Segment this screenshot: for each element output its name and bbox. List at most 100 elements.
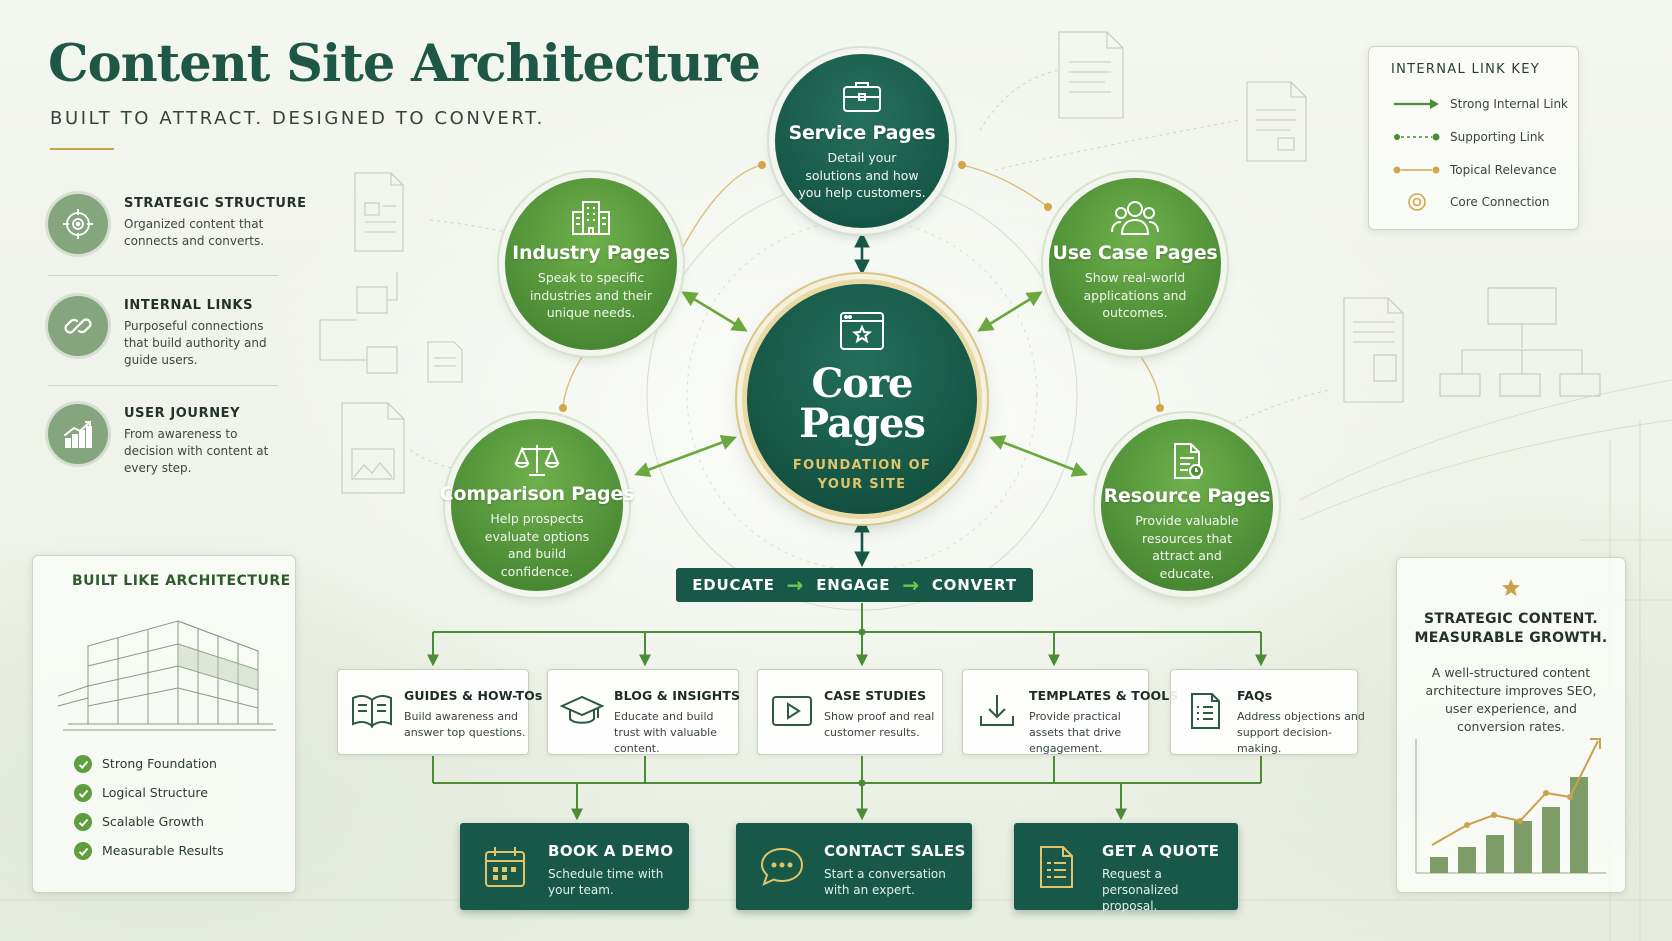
- node-resource-pages[interactable]: Resource Pages Provide valuable resource…: [1101, 419, 1273, 591]
- feature-divider: [48, 275, 278, 276]
- content-box-desc: Show proof and real customer results.: [824, 710, 935, 739]
- check-icon: [74, 842, 92, 860]
- check-label: Strong Foundation: [102, 756, 217, 771]
- supporting-link-icon: [1394, 133, 1440, 141]
- document-icon: [1174, 443, 1203, 479]
- feature-divider: [48, 385, 278, 386]
- quote-document-icon: [1040, 846, 1073, 888]
- feature-desc: From awareness to decision with content …: [124, 427, 269, 475]
- node-core-pages[interactable]: Core Pages FOUNDATION OF YOUR SITE: [747, 284, 977, 514]
- feature-title: USER JOURNEY: [124, 406, 241, 421]
- cta-desc: Start a conversation with an expert.: [824, 867, 946, 897]
- node-service-pages[interactable]: Service Pages Detail your solutions and …: [775, 54, 949, 228]
- node-desc: Provide valuable resources that attract …: [1135, 513, 1239, 581]
- node-title: Resource Pages: [1103, 485, 1271, 507]
- legend-title: INTERNAL LINK KEY: [1391, 62, 1540, 77]
- core-subtitle-line: YOUR SITE: [817, 477, 907, 492]
- topical-relevance-icon: [1393, 166, 1440, 174]
- core-title-line: Core: [811, 360, 913, 407]
- check-item: Strong Foundation: [74, 754, 274, 774]
- cta-title: CONTACT SALES: [824, 842, 966, 860]
- cta-desc: Schedule time with your team.: [548, 867, 664, 897]
- cta-contact-sales[interactable]: CONTACT SALES Start a conversation with …: [736, 823, 972, 910]
- check-label: Scalable Growth: [102, 814, 204, 829]
- arrow-right-icon: →: [902, 573, 920, 597]
- target-icon: [48, 194, 108, 254]
- legend-label: Supporting Link: [1450, 130, 1545, 144]
- arrow-right-icon: →: [786, 573, 805, 597]
- node-desc: Help prospects evaluate options and buil…: [484, 511, 590, 579]
- node-industry-pages[interactable]: Industry Pages Speak to specific industr…: [505, 178, 677, 350]
- growth-chart-icon: [48, 404, 108, 464]
- calendar-icon: [485, 847, 525, 887]
- banner-step-engage: ENGAGE: [816, 576, 891, 594]
- growth-title: STRATEGIC CONTENT. MEASURABLE GROWTH.: [1405, 610, 1617, 648]
- content-box-title: TEMPLATES & TOOLS: [1029, 688, 1179, 703]
- core-subtitle: FOUNDATION OF YOUR SITE: [762, 456, 962, 494]
- feature-strategic-structure: STRATEGIC STRUCTURE Organized content th…: [48, 194, 306, 258]
- users-icon: [1111, 201, 1159, 235]
- journey-banner: EDUCATE → ENGAGE → CONVERT: [676, 568, 1033, 602]
- check-item: Scalable Growth: [74, 812, 274, 832]
- content-box-guides[interactable]: GUIDES & HOW-TOs Build awareness and ans…: [337, 669, 542, 755]
- content-box-desc: Build awareness and answer top questions…: [404, 710, 526, 739]
- feature-user-journey: USER JOURNEY From awareness to decision …: [48, 404, 288, 475]
- scales-icon: [514, 445, 560, 476]
- legend-label: Strong Internal Link: [1450, 97, 1569, 111]
- check-item: Logical Structure: [74, 783, 274, 803]
- legend-item-core: Core Connection: [1392, 192, 1572, 212]
- page-subtitle: BUILT TO ATTRACT. DESIGNED TO CONVERT.: [50, 108, 545, 129]
- content-box-title: CASE STUDIES: [824, 688, 927, 703]
- check-icon: [74, 755, 92, 773]
- banner-step-convert: CONVERT: [931, 576, 1017, 594]
- link-key-legend: [1368, 46, 1579, 230]
- check-icon: [74, 784, 92, 802]
- node-title: Use Case Pages: [1052, 242, 1218, 264]
- legend-label: Core Connection: [1450, 195, 1550, 209]
- check-icon: [74, 813, 92, 831]
- content-box-desc: Provide practical assets that drive enga…: [1029, 710, 1122, 755]
- content-box-title: FAQs: [1237, 688, 1273, 703]
- page-title: Content Site Architecture: [48, 34, 761, 94]
- core-connection-icon: [1408, 193, 1426, 211]
- building-sketch-icon: [58, 620, 276, 731]
- graduation-cap-icon: [560, 695, 604, 724]
- content-box-faqs[interactable]: FAQs Address objections and support deci…: [1170, 669, 1365, 755]
- node-desc: Detail your solutions and how you help c…: [798, 150, 926, 200]
- legend-item-strong: Strong Internal Link: [1392, 94, 1572, 114]
- growth-desc: A well-structured content architecture i…: [1425, 665, 1597, 734]
- architecture-title: BUILT LIKE ARCHITECTURE: [72, 573, 291, 589]
- content-box-title: BLOG & INSIGHTS: [614, 688, 741, 703]
- content-box-case-studies[interactable]: CASE STUDIES Show proof and real custome…: [757, 669, 943, 755]
- cta-title: GET A QUOTE: [1102, 842, 1220, 860]
- content-box-templates[interactable]: TEMPLATES & TOOLS Provide practical asse…: [962, 669, 1178, 755]
- cta-book-demo[interactable]: BOOK A DEMO Schedule time with your team…: [460, 823, 689, 910]
- content-box-blog[interactable]: BLOG & INSIGHTS Educate and build trust …: [547, 669, 741, 755]
- growth-title-line: STRATEGIC CONTENT.: [1424, 611, 1598, 627]
- node-use-case-pages[interactable]: Use Case Pages Show real-world applicati…: [1049, 178, 1221, 350]
- feature-desc: Purposeful connections that build author…: [124, 319, 267, 367]
- content-box-desc: Address objections and support decision-…: [1237, 710, 1365, 755]
- check-label: Logical Structure: [102, 785, 208, 800]
- strong-link-arrow-icon: [1394, 99, 1439, 109]
- feature-desc: Organized content that connects and conv…: [124, 217, 265, 248]
- core-subtitle-line: FOUNDATION OF: [792, 458, 932, 473]
- banner-step-educate: EDUCATE: [692, 576, 775, 594]
- link-icon: [48, 296, 108, 356]
- node-comparison-pages[interactable]: Comparison Pages Help prospects evaluate…: [440, 419, 634, 591]
- cta-get-quote[interactable]: GET A QUOTE Request a personalized propo…: [1014, 823, 1238, 913]
- title-divider: [50, 148, 114, 150]
- cta-title: BOOK A DEMO: [548, 842, 674, 860]
- content-box-desc: Educate and build trust with valuable co…: [614, 710, 718, 755]
- check-item: Measurable Results: [74, 841, 274, 861]
- node-title: Comparison Pages: [439, 483, 635, 505]
- core-title-line: Pages: [799, 400, 926, 447]
- legend-item-supporting: Supporting Link: [1392, 127, 1572, 147]
- chat-icon: [760, 847, 804, 886]
- legend-item-topical: Topical Relevance: [1392, 160, 1572, 180]
- play-icon: [772, 696, 812, 726]
- node-title: Industry Pages: [512, 242, 670, 264]
- download-icon: [980, 695, 1014, 726]
- node-desc: Show real-world applications and outcome…: [1083, 270, 1187, 320]
- star-icon: [1502, 579, 1520, 596]
